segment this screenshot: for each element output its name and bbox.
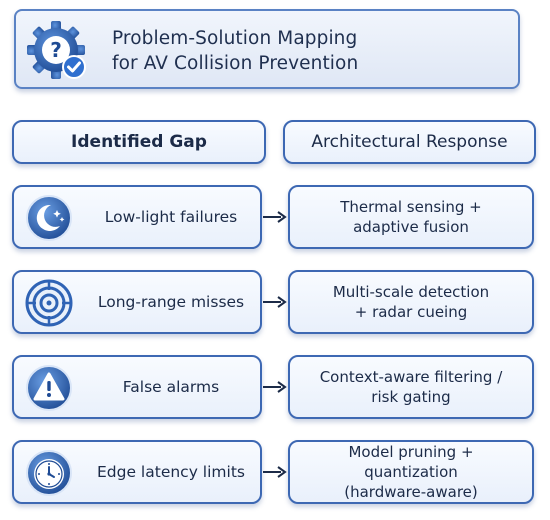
gap-label: Low-light failures <box>104 208 238 226</box>
response-line: (hardware-aware) <box>344 483 478 501</box>
gap-label: Long-range misses <box>97 293 245 311</box>
response-line: Context-aware filtering / <box>319 368 503 386</box>
gear-question-check-icon: ? <box>27 21 86 79</box>
response-line: + radar cueing <box>354 303 468 321</box>
response-box-low-light: Thermal sensing + adaptive fusion <box>288 185 534 249</box>
svg-text:?: ? <box>50 38 62 62</box>
header-identified-gap: Identified Gap <box>12 120 266 164</box>
stopwatch-icon <box>26 450 72 496</box>
warning-icon <box>26 365 72 411</box>
page-title: Problem-Solution Mapping for AV Collisio… <box>112 26 358 76</box>
response-line: Model pruning + <box>348 443 474 461</box>
arrow-icon <box>263 211 287 223</box>
title-box: ? Problem-Solution Mapping for AV Collis… <box>14 9 520 89</box>
moon-stars-icon <box>26 195 72 241</box>
arrow-icon <box>263 466 287 478</box>
response-box-edge-latency: Model pruning + quantization (hardware-a… <box>288 440 534 504</box>
response-line: Multi-scale detection <box>332 283 490 301</box>
header-architectural-response: Architectural Response <box>283 120 536 164</box>
gap-box-false-alarms: False alarms <box>12 355 262 419</box>
gap-box-long-range: Long-range misses <box>12 270 262 334</box>
title-line-2: for AV Collision Prevention <box>112 53 359 74</box>
gap-label: False alarms <box>122 378 220 396</box>
arrow-icon <box>263 296 287 308</box>
response-box-false-alarms: Context-aware filtering / risk gating <box>288 355 534 419</box>
title-line-1: Problem-Solution Mapping <box>112 28 358 49</box>
arrow-icon <box>263 381 287 393</box>
response-line: adaptive fusion <box>353 218 469 236</box>
header-gap-label: Identified Gap <box>71 132 207 152</box>
gap-box-edge-latency: Edge latency limits <box>12 440 262 504</box>
header-response-label: Architectural Response <box>311 132 508 152</box>
response-line: quantization <box>364 463 458 481</box>
target-crosshair-icon <box>25 279 73 327</box>
gap-label: Edge latency limits <box>97 463 245 481</box>
response-line: Thermal sensing + <box>340 198 482 216</box>
gap-box-low-light: Low-light failures <box>12 185 262 249</box>
response-line: risk gating <box>371 388 451 406</box>
response-box-long-range: Multi-scale detection + radar cueing <box>288 270 534 334</box>
